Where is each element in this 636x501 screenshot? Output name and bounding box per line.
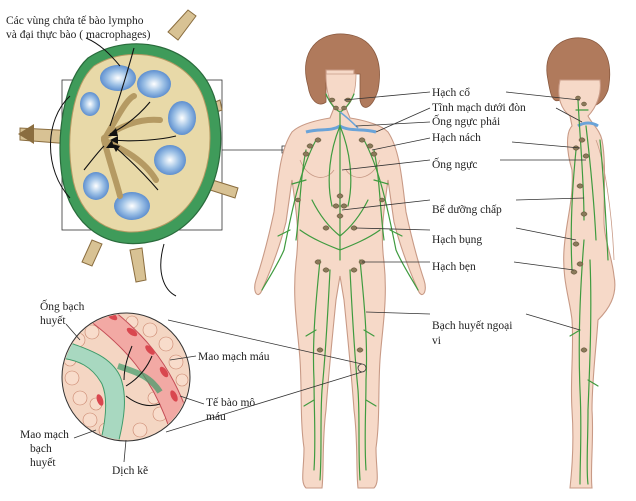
front-lymph-nodes bbox=[295, 97, 385, 353]
label-te-bao-1: Tế bào mô bbox=[206, 396, 255, 409]
outer-arrow-2 bbox=[160, 243, 177, 297]
label-bach-huyet-2: vi bbox=[432, 335, 441, 347]
label-hach-ben: Hạch bẹn bbox=[432, 261, 476, 273]
label-mao-mach-mau: Mao mạch máu bbox=[198, 351, 270, 363]
tissue-leaders bbox=[65, 323, 205, 463]
front-silhouette bbox=[254, 69, 426, 489]
side-lymph-vessels bbox=[569, 99, 609, 485]
label-mao-mach-bh-1: Mao mạch bbox=[20, 429, 69, 441]
label-hach-nach: Hạch nách bbox=[432, 132, 481, 144]
medullary-sinuses bbox=[101, 93, 163, 199]
zoom-line-1 bbox=[167, 319, 363, 365]
label-be-duong-chap: Bể dưỡng chấp bbox=[432, 203, 502, 216]
lymph-regions-label-2: và đại thực bào ( macrophages) bbox=[6, 29, 151, 41]
side-body bbox=[546, 37, 616, 489]
label-te-bao-2: máu bbox=[206, 411, 226, 423]
efferent-arrow bbox=[18, 124, 34, 144]
label-ong-bach-2: huyết bbox=[40, 314, 66, 327]
side-arm bbox=[595, 139, 615, 261]
front-body bbox=[254, 33, 426, 489]
label-tinh-mach: Tĩnh mạch dưới đòn bbox=[432, 102, 526, 114]
label-hach-bung: Hạch bụng bbox=[432, 234, 482, 246]
label-ong-nguc-phai: Ống ngực phải bbox=[432, 113, 500, 128]
label-hach-co: Hạch cổ bbox=[432, 86, 470, 99]
label-bach-huyet-1: Bạch huyết ngoại bbox=[432, 319, 512, 332]
label-mao-mach-bh-2: bạch bbox=[30, 443, 52, 455]
label-dich-ke: Dịch kẽ bbox=[112, 465, 148, 477]
side-silhouette bbox=[558, 79, 616, 489]
label-ong-nguc: Ống ngực bbox=[432, 156, 478, 171]
flow-arrowheads bbox=[106, 128, 120, 152]
tissue-arrows bbox=[123, 345, 161, 407]
lymph-capillary-branch bbox=[117, 363, 163, 394]
right-duct bbox=[339, 111, 359, 129]
label-mao-mach-bh-3: huyết bbox=[30, 456, 56, 469]
front-breast-l bbox=[299, 159, 335, 178]
label-arrow bbox=[85, 37, 121, 67]
lymph-capillary bbox=[63, 339, 125, 440]
front-breast-r bbox=[345, 159, 381, 178]
flow-arrows bbox=[83, 47, 177, 191]
lymph-regions-label-1: Các vùng chứa tế bào lympho bbox=[6, 14, 144, 27]
label-ong-bach-1: Ống bạch bbox=[40, 298, 85, 313]
body-leaders bbox=[341, 91, 586, 331]
tissue-magnification bbox=[61, 312, 363, 442]
follicles bbox=[80, 65, 196, 220]
lymph-node-section bbox=[18, 9, 290, 297]
outer-arrow bbox=[50, 95, 71, 199]
front-face bbox=[325, 73, 357, 111]
zoom-line-2 bbox=[165, 371, 363, 433]
